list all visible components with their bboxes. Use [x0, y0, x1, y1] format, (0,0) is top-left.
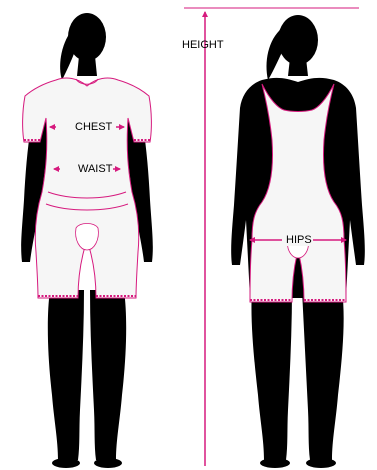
front-neck — [77, 56, 97, 76]
hips-label: HIPS — [285, 234, 313, 246]
height-label: HEIGHT — [182, 39, 224, 51]
front-left-foot — [52, 458, 80, 468]
front-figure — [21, 13, 153, 468]
waist-label: WAIST — [77, 163, 113, 175]
chest-label: CHEST — [74, 121, 113, 133]
front-ponytail — [60, 30, 76, 80]
back-left-foot — [260, 458, 290, 468]
back-left-leg — [251, 290, 292, 460]
front-left-leg — [48, 290, 84, 460]
back-right-foot — [306, 458, 336, 468]
back-right-leg — [302, 290, 344, 460]
back-neck — [288, 58, 308, 76]
front-right-foot — [94, 458, 122, 468]
front-right-leg — [90, 290, 126, 460]
